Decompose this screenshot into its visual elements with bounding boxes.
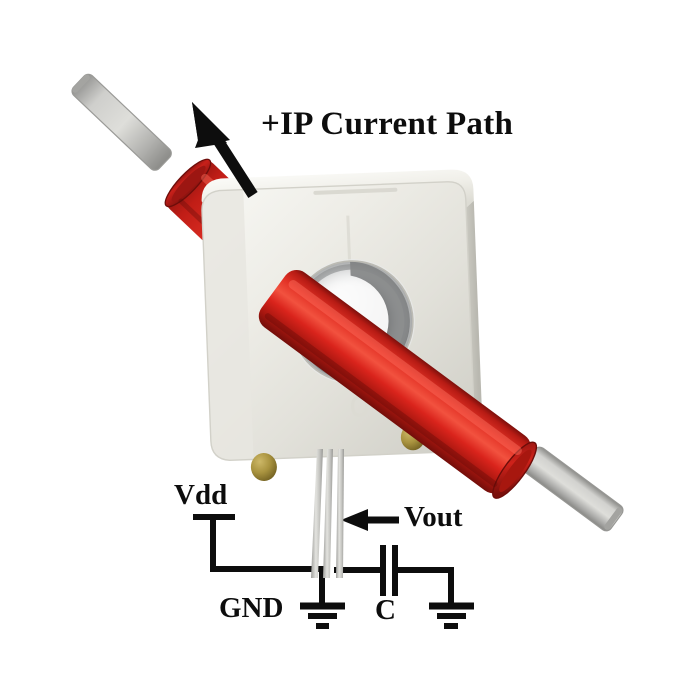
capacitor-label: C (375, 594, 396, 626)
pin-gnd (311, 449, 323, 578)
pin-vdd (336, 449, 344, 578)
arrow-up-left-icon (192, 102, 258, 198)
vout-label: Vout (404, 501, 463, 533)
mount-bump-left (250, 453, 277, 482)
vdd-label: Vdd (174, 479, 228, 511)
gnd-label: GND (219, 592, 284, 624)
vout-pointer-arrow (341, 509, 399, 531)
cap-gnd-wire (394, 567, 454, 606)
vdd-wire (210, 517, 330, 572)
capacitor-icon (380, 545, 398, 596)
current-path-label: +IP Current Path (261, 106, 514, 142)
pin-group (311, 449, 344, 578)
ground-right-icon (429, 602, 474, 629)
ground-left-icon (300, 602, 345, 629)
pin-vout (323, 449, 333, 578)
